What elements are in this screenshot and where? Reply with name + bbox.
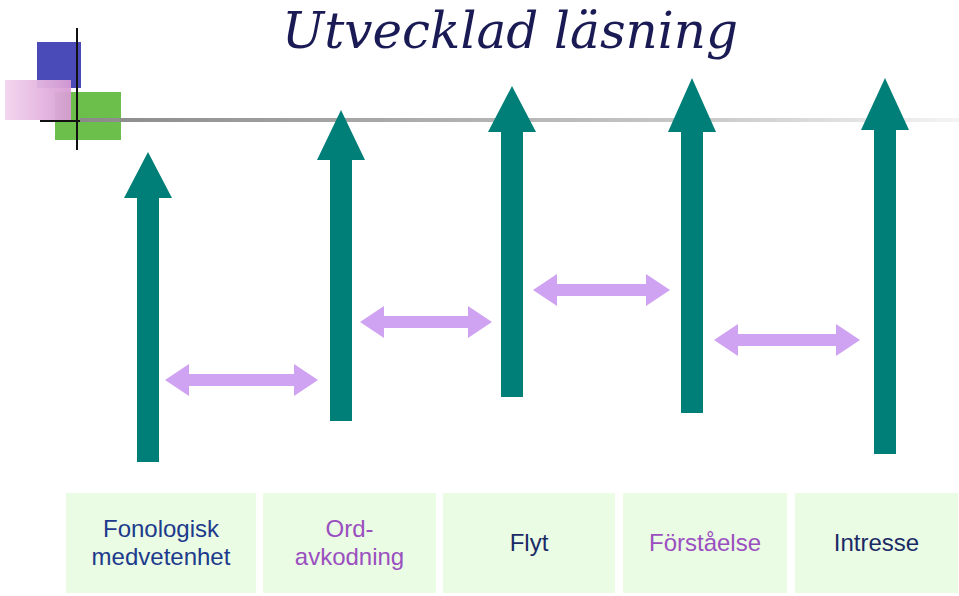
box-label: Fonologisk medvetenhet [71, 515, 251, 571]
title: Utvecklad läsning [200, 0, 820, 62]
up-arrow [317, 110, 365, 421]
teal-arrows [124, 78, 909, 462]
stage-box: Intresse [795, 493, 958, 593]
up-arrow [488, 86, 536, 397]
double-arrow [714, 324, 860, 356]
up-arrow [668, 78, 716, 413]
stage-box: Flyt [443, 493, 615, 593]
double-arrow [533, 274, 670, 306]
box-label: Ord- avkodning [280, 515, 420, 571]
box-label: Flyt [510, 529, 549, 557]
corner-decoration [5, 28, 132, 150]
purple-arrows [165, 274, 860, 396]
up-arrow [124, 152, 172, 462]
stage-box: Förståelse [623, 493, 787, 593]
box-label: Förståelse [649, 529, 761, 557]
double-arrow [165, 364, 318, 396]
box-label: Intresse [834, 529, 919, 557]
stage-box: Ord- avkodning [263, 493, 436, 593]
double-arrow [360, 306, 492, 338]
up-arrow [861, 78, 909, 454]
stage-box: Fonologisk medvetenhet [66, 493, 256, 593]
